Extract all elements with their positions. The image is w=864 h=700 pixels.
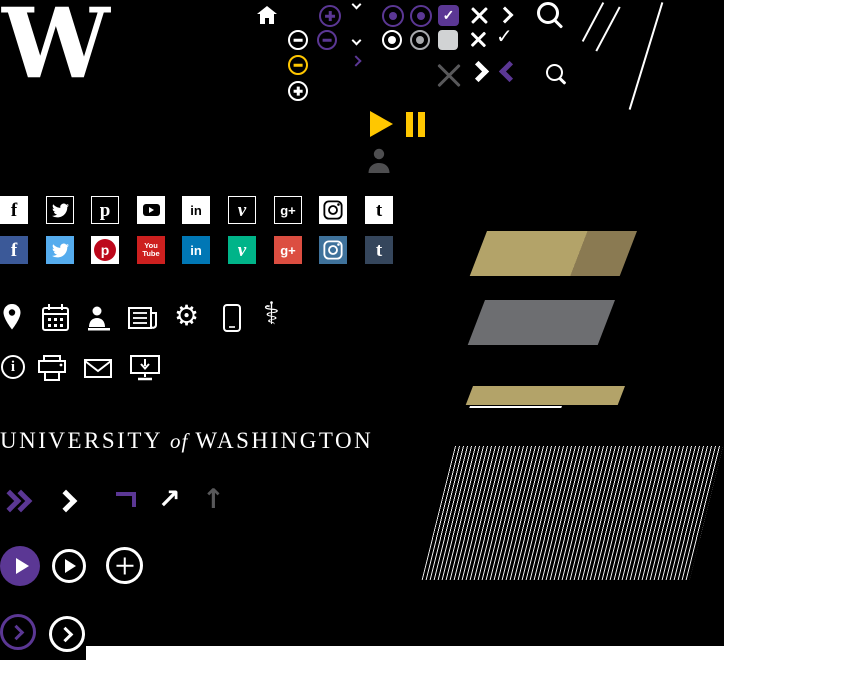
youtube-mono-icon[interactable] [137,196,165,224]
pinterest-color-icon[interactable]: p [91,236,119,264]
linkedin-color-icon[interactable]: in [182,236,210,264]
location-pin-icon[interactable] [2,303,22,331]
googleplus-mono-icon[interactable]: g+ [274,196,302,224]
chevron-right-icon [8,624,25,640]
white-underline-shape [469,406,562,408]
tan-parallelogram-shape [469,231,637,276]
tan-bar-shape [465,386,625,405]
user-icon[interactable] [366,147,392,173]
checkbox-blank-gray-icon[interactable] [438,30,458,50]
facebook-color-icon[interactable]: f [0,236,28,264]
radio-selected-gray-icon[interactable] [410,30,430,50]
instagram-color-icon[interactable] [319,236,347,264]
search-icon[interactable] [537,2,559,24]
plus-circle-purple-icon[interactable] [319,5,341,27]
pinterest-mono-icon[interactable]: p [91,196,119,224]
gray-parallelogram-shape [467,300,615,345]
play-circle-outline-button[interactable] [52,549,86,583]
youtube-play-lozenge-icon [142,204,160,216]
double-chevron-right-purple-icon[interactable] [0,489,34,514]
health-caduceus-icon[interactable]: ⚕ [263,296,280,332]
tumblr-mono-icon[interactable]: t [365,196,393,224]
twitter-bird-icon [51,203,69,217]
external-link-arrow-icon[interactable]: ↗ [158,484,181,515]
instagram-mono-icon[interactable] [319,196,347,224]
plus-circle-white-icon[interactable] [288,81,308,101]
back-to-top-arrow-icon[interactable]: ↑ [202,484,225,515]
corner-arrow-purple-icon[interactable] [116,492,136,507]
radio-selected-white-icon[interactable] [382,30,402,50]
gear-icon[interactable]: ⚙ [174,299,200,332]
news-icon[interactable] [128,305,158,331]
pinterest-badge: p [94,239,116,261]
wordmark-washington: WASHINGTON [195,428,374,453]
vine-mono-icon[interactable]: v [228,196,256,224]
email-envelope-icon[interactable] [84,359,112,378]
wordmark-of: of [170,429,189,453]
calendar-icon[interactable] [42,304,69,331]
twitter-mono-icon[interactable] [46,196,74,224]
vine-color-icon[interactable]: v [228,236,256,264]
radio-selected-purple-icon[interactable] [382,5,404,27]
mobile-phone-icon[interactable] [223,304,241,332]
close-icon-2[interactable] [470,31,486,47]
advising-person-icon[interactable] [86,305,112,331]
search-small-icon[interactable] [546,64,563,81]
play-circle-purple-button[interactable] [0,546,40,586]
info-icon[interactable]: i [1,355,25,379]
chevron-circle-white-button[interactable] [49,616,85,652]
chevron-circle-purple-button[interactable] [0,614,36,650]
facebook-mono-icon[interactable]: f [0,196,28,224]
uw-block-w-logo: W [2,0,110,100]
checkbox-checked-purple-icon[interactable]: ✓ [438,5,459,26]
close-icon[interactable] [470,6,488,24]
tumblr-color-icon[interactable]: t [365,236,393,264]
home-icon[interactable] [257,6,277,25]
linkedin-mono-icon[interactable]: in [182,196,210,224]
play-icon[interactable] [370,111,393,137]
play-triangle-icon [65,559,76,573]
play-triangle-icon [15,558,29,574]
download-monitor-icon[interactable] [130,355,160,382]
camera-icon [323,240,343,260]
printer-icon[interactable] [38,355,66,381]
check-icon[interactable]: ✓ [496,24,513,48]
wordmark-university: UNIVERSITY [0,428,163,453]
minus-circle-gold-icon[interactable] [288,55,308,75]
hatched-parallelogram-shape [421,446,723,580]
pause-icon[interactable] [406,112,425,137]
minus-circle-purple-icon[interactable] [317,30,337,50]
camera-icon [323,200,343,220]
twitter-bird-icon [51,243,69,257]
plus-circle-outline-button[interactable] [106,547,143,584]
twitter-color-icon[interactable] [46,236,74,264]
googleplus-color-icon[interactable]: g+ [274,236,302,264]
chevron-right-icon [57,626,74,642]
minus-circle-white-icon[interactable] [288,30,308,50]
radio-selected-purple-icon-2[interactable] [410,5,432,27]
close-large-gray-icon[interactable] [436,62,462,88]
